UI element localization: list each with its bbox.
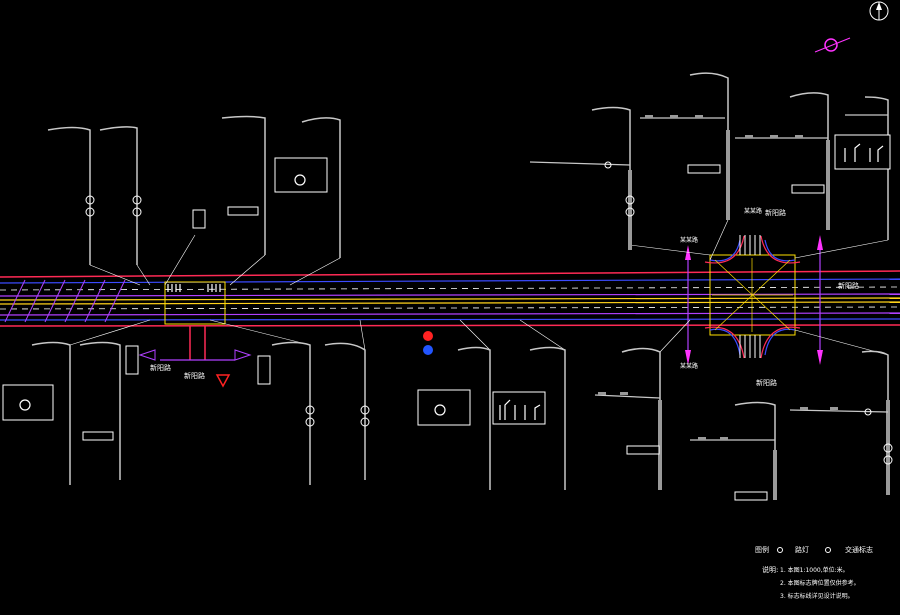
lamp-note-1: 某某路: [744, 207, 762, 215]
lamp-fixtures: [598, 115, 838, 440]
left-junction-south-label: 新阳路: [150, 363, 171, 372]
sign-boards: [2, 134, 891, 501]
north-arrow-icon: [869, 1, 889, 21]
legend-item-1: 路灯: [795, 545, 809, 554]
signal-mast-arms: [529, 114, 889, 441]
road-hatching: [4, 279, 126, 323]
sign-arrows: [19, 143, 884, 420]
legend-title: 图例: [755, 545, 769, 554]
right-junction-south-label: 新阳路: [756, 378, 777, 387]
right-junction: 新阳路 新阳路 新阳路: [685, 208, 859, 387]
left-junction: 新阳路 新阳路: [138, 281, 252, 388]
right-junction-east-label: 新阳路: [838, 281, 859, 290]
lamp-note-2: 某某路: [680, 236, 698, 244]
pole-bases: [628, 130, 890, 500]
right-junction-north-label: 新阳路: [765, 208, 786, 217]
notes-title: 说明:: [762, 565, 778, 574]
street-lamps: [31, 72, 889, 500]
legend: 图例 路灯 交通标志: [755, 545, 873, 554]
notes-line-3: 3. 标志标线详见设计说明。: [780, 592, 854, 600]
notes-line-1: 1. 本图1:1000,单位:米。: [780, 566, 849, 574]
left-junction-label: 新阳路: [184, 371, 205, 380]
main-road: [0, 270, 900, 327]
lamp-note-3: 某某路: [680, 362, 698, 370]
leader-lines: [69, 219, 889, 356]
legend-item-2: 交通标志: [845, 545, 873, 554]
survey-marker-icon: [814, 37, 851, 53]
round-signs: [423, 331, 433, 355]
notes: 说明: 1. 本图1:1000,单位:米。 2. 本图标志牌位置仅供参考。 3.…: [762, 565, 860, 600]
signal-heads: [85, 161, 893, 465]
notes-line-2: 2. 本图标志牌位置仅供参考。: [780, 579, 860, 587]
